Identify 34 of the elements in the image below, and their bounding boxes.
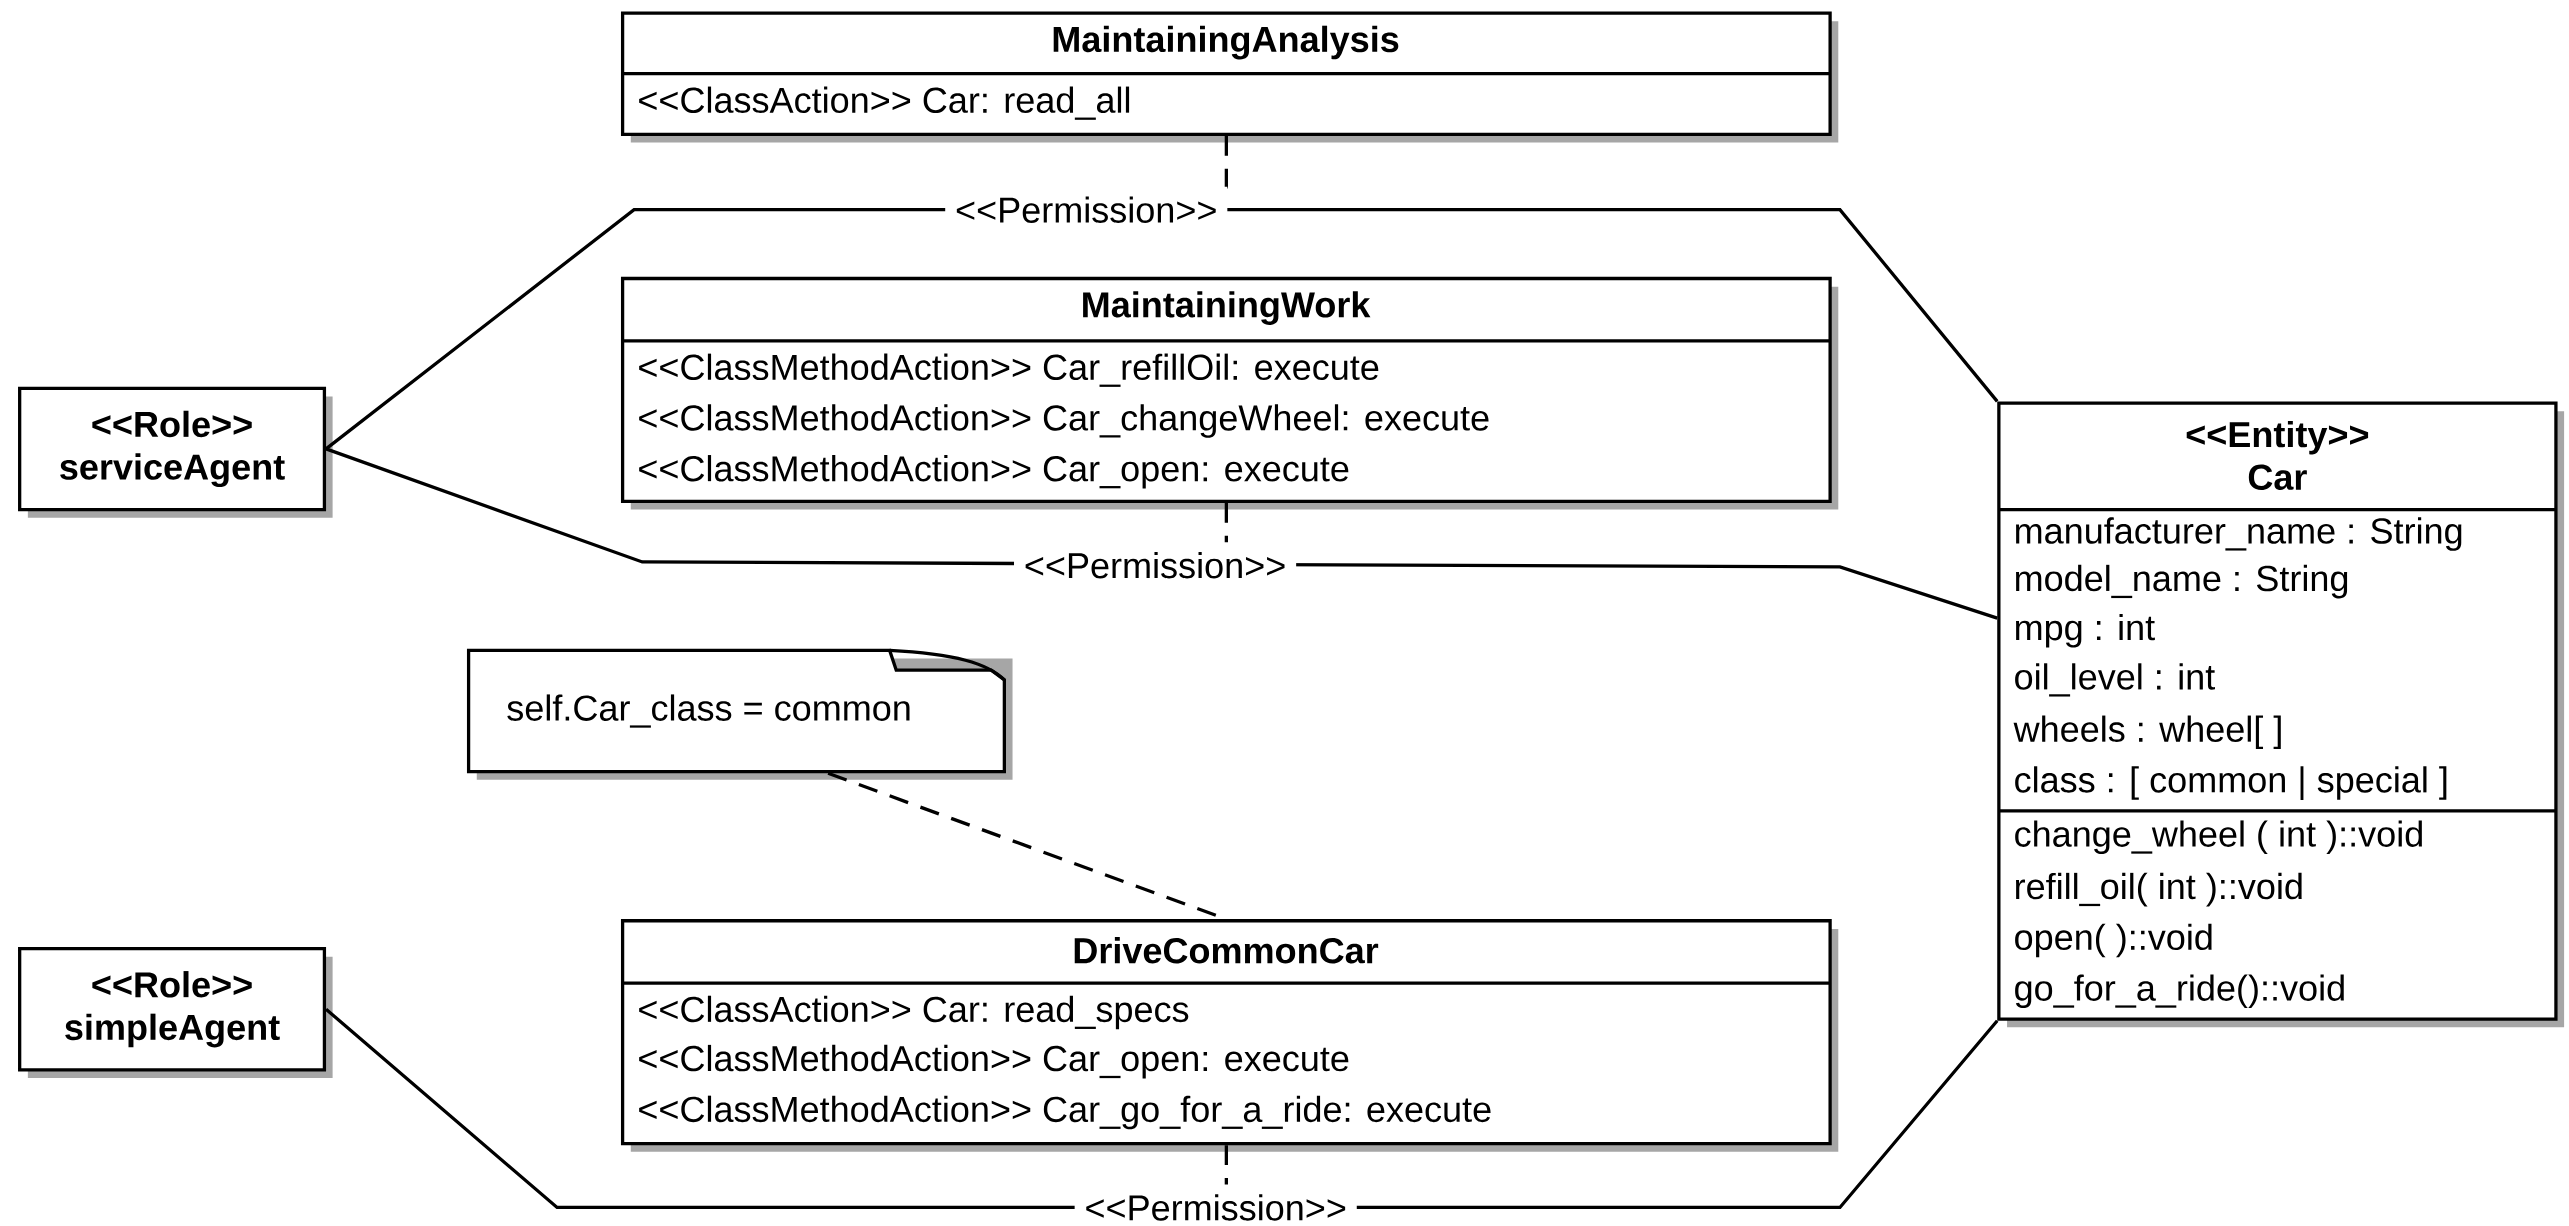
member-text: <<ClassMethodAction>> Car_changeWheel: execute bbox=[639, 404, 1489, 439]
class-name: MaintainingAnalysis bbox=[1053, 25, 1399, 60]
member-text: wheels : wheel[ ] bbox=[2013, 715, 2281, 750]
edge-label: <<Permission>> bbox=[945, 186, 1228, 233]
note-box bbox=[466, 649, 1013, 781]
member-text: class : [ common | special ] bbox=[2015, 766, 2447, 801]
member-text: go_for_a_ride()::void bbox=[2015, 974, 2344, 1009]
class-name: <<Entity>> Car bbox=[2186, 421, 2369, 491]
role-box bbox=[18, 386, 333, 518]
note-text: self.Car_class = common bbox=[507, 694, 910, 728]
class-name: MaintainingWork bbox=[1083, 291, 1371, 326]
member-text: <<ClassMethodAction>> Car_go_for_a_ride: execute bbox=[639, 1095, 1491, 1130]
class-box bbox=[620, 919, 1839, 1152]
class-box bbox=[620, 277, 1839, 510]
class-name: DriveCommonCar bbox=[1074, 937, 1379, 964]
member-text: oil_level : int bbox=[2015, 663, 2215, 697]
edge-label: <<Permission>> bbox=[1014, 542, 1297, 589]
member-text: <<ClassMethodAction>> Car_open: execute bbox=[639, 1045, 1349, 1079]
class-box bbox=[620, 11, 1839, 143]
role-box bbox=[18, 947, 333, 1079]
member-text: <<ClassMethodAction>> Car_refillOil: execute bbox=[639, 353, 1379, 388]
member-text: change_wheel ( int )::void bbox=[2015, 820, 2422, 855]
edge-label: <<Permission>> bbox=[1074, 1184, 1357, 1226]
member-text: open( )::void bbox=[2015, 923, 2212, 958]
member-text: <<ClassAction>> Car: read_all bbox=[639, 86, 1130, 121]
member-text: <<ClassMethodAction>> Car_open: execute bbox=[639, 455, 1349, 489]
entity-class-box bbox=[1997, 401, 2565, 1028]
role-name: <<Role>> serviceAgent bbox=[60, 411, 285, 488]
member-text: <<ClassAction>> Car: read_specs bbox=[639, 995, 1189, 1030]
role-name: <<Role>> simpleAgent bbox=[65, 971, 280, 1048]
member-text: refill_oil( int )::void bbox=[2016, 873, 2302, 907]
member-text: manufacturer_name : String bbox=[2016, 517, 2462, 552]
member-text: mpg : int bbox=[2016, 614, 2155, 648]
member-text: model_name : String bbox=[2016, 565, 2348, 599]
